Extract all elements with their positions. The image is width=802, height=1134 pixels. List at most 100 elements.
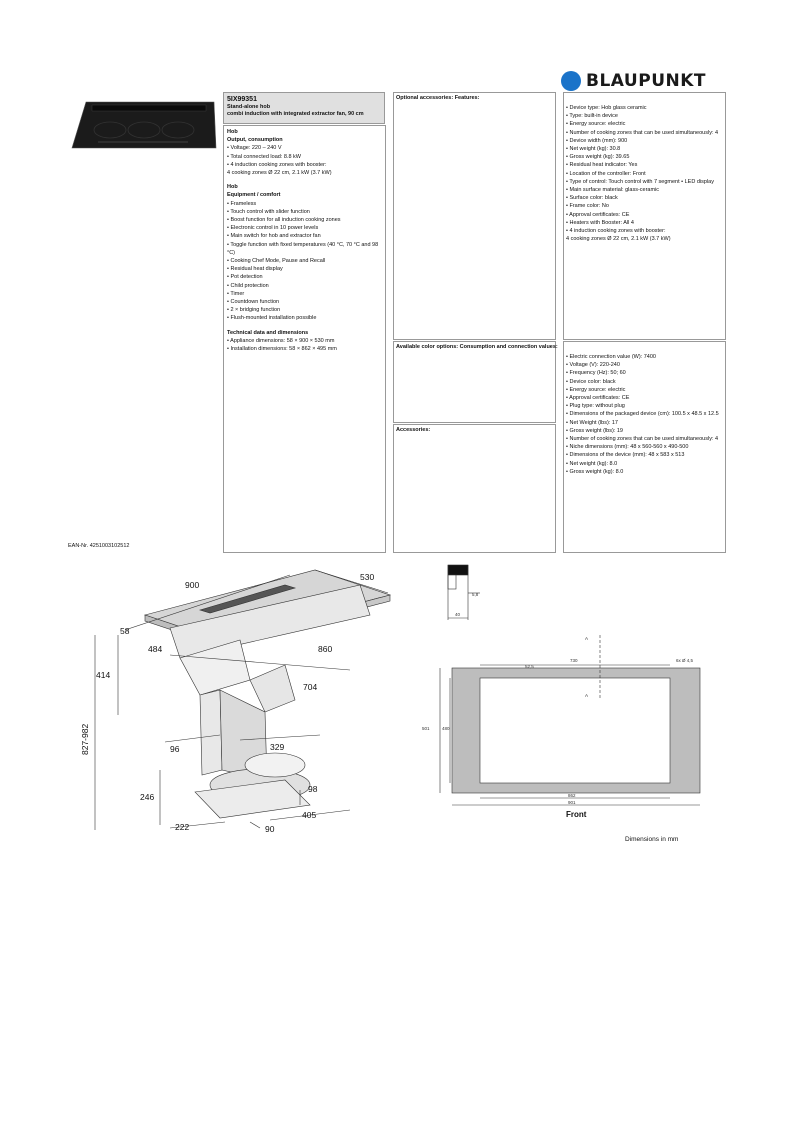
- list-item: Type: built-in device: [566, 112, 723, 120]
- cutout-dim: 480: [442, 726, 450, 731]
- features-panel: Device type: Hob glass ceramic Type: bui…: [563, 92, 726, 340]
- dim-98: 98: [308, 784, 318, 794]
- section-title: Hob: [227, 184, 238, 191]
- list-item: Toggle function with fixed temperatures …: [227, 241, 382, 257]
- color-options-panel: Available color options: Consumption and…: [393, 341, 558, 423]
- list-item: Type of control: Touch control with 7 se…: [566, 178, 723, 186]
- list-tail: 4 cooking zones Ø 22 cm, 2.1 kW (3.7 kW): [566, 236, 671, 243]
- dim-484: 484: [148, 644, 162, 654]
- list-item: Device width (mm): 900: [566, 137, 723, 145]
- dim-58: 58: [120, 626, 130, 636]
- list-item: Net Weight (lbs): 17: [566, 419, 723, 427]
- list-item: Number of cooking zones that can be used…: [566, 435, 723, 443]
- brand-dot-icon: [561, 71, 581, 91]
- list-item: Child protection: [227, 282, 382, 290]
- list-item: Number of cooking zones that can be used…: [566, 129, 723, 137]
- optional-accessories-panel: Optional accessories: Features:: [393, 92, 556, 340]
- list-item: Device color: black: [566, 378, 723, 386]
- accessories-panel: Accessories:: [393, 424, 556, 553]
- dim-329: 329: [270, 742, 284, 752]
- dim-704: 704: [303, 682, 317, 692]
- list-item: Niche dimensions (mm): 48 x 560-560 x 49…: [566, 443, 723, 451]
- dim-222: 222: [175, 822, 189, 832]
- list-item: Frameless: [227, 200, 382, 208]
- list-item: Heaters with Booster: All 4: [566, 219, 723, 227]
- list-item: Pot detection: [227, 273, 382, 281]
- list-item: Timer: [227, 290, 382, 298]
- section-title: Technical data and dimensions: [227, 329, 309, 336]
- list-item: Countdown function: [227, 298, 382, 306]
- list-item: Dimensions of the device (mm): 48 x 583 …: [566, 451, 723, 459]
- list-item: Location of the controller: Front: [566, 170, 723, 178]
- ean-number: EAN-Nr. 4251003102512: [68, 543, 130, 549]
- profile-dim: 5,8: [472, 592, 479, 597]
- list-item: Total connected load: 8.8 kW: [227, 153, 382, 161]
- spec-column: Hob Output, consumption Voltage: 220 – 2…: [223, 125, 386, 553]
- list-item: Residual heat indicator: Yes: [566, 161, 723, 169]
- list-item: Gross weight (kg): 39.65: [566, 153, 723, 161]
- list-item: Electronic control in 10 power levels: [227, 224, 382, 232]
- section-title: Hob: [227, 129, 238, 135]
- list-item: Boost function for all induction cooking…: [227, 216, 382, 224]
- product-line-1: Stand-alone hob: [227, 104, 271, 110]
- list-item: Energy source: electric: [566, 120, 723, 128]
- connection-panel: Electric connection value (W): 7400 Volt…: [563, 341, 726, 553]
- dim-96: 96: [170, 744, 180, 754]
- dim-827-982: 827-982: [80, 724, 90, 755]
- list-item: Residual heat display: [227, 265, 382, 273]
- list-item: 4 induction cooking zones with booster:: [227, 161, 382, 169]
- brand-name: BLAUPUNKT: [586, 71, 706, 91]
- cutout-dim: 501: [422, 726, 430, 731]
- list-item: Frame color: No: [566, 202, 723, 210]
- list-item: Energy source: electric: [566, 386, 723, 394]
- dim-860: 860: [318, 644, 332, 654]
- dim-90: 90: [265, 824, 275, 834]
- list-item: 2 × bridging function: [227, 306, 382, 314]
- list-item: Flush-mounted installation possible: [227, 314, 382, 322]
- list-item: Voltage: 220 – 240 V: [227, 144, 382, 152]
- output-list: Voltage: 220 – 240 V Total connected loa…: [227, 144, 382, 169]
- section-title: Equipment / comfort: [227, 192, 281, 199]
- equipment-list: Frameless Touch control with slider func…: [227, 200, 382, 323]
- section-mark: A: [585, 693, 588, 698]
- dim-405: 405: [302, 810, 316, 820]
- product-line-2: combi induction with integrated extracto…: [227, 111, 364, 117]
- dim-900: 900: [185, 580, 199, 590]
- cutout-dim: 52,5: [525, 664, 534, 669]
- list-item: Voltage (V): 220-240: [566, 361, 723, 369]
- dim-414: 414: [96, 670, 110, 680]
- panel-label: Optional accessories: Features:: [396, 95, 480, 101]
- dimensions-list: Appliance dimensions: 58 × 900 × 530 mm …: [227, 337, 382, 353]
- features-list: Device type: Hob glass ceramic Type: bui…: [566, 104, 723, 235]
- list-tail: 4 cooking zones Ø 22 cm, 2.1 kW (3.7 kW): [227, 170, 332, 177]
- list-item: Appliance dimensions: 58 × 900 × 530 mm: [227, 337, 382, 345]
- dim-246: 246: [140, 792, 154, 802]
- technical-drawing: 900 530 58 484 860 414 704 827-982 96 32…: [80, 564, 701, 834]
- list-item: 4 induction cooking zones with booster:: [566, 227, 723, 235]
- list-item: Plug type: without plug: [566, 402, 723, 410]
- section-mark: A: [585, 636, 588, 641]
- list-item: Gross weight (kg): 8.0: [566, 468, 723, 476]
- cutout-dim: 6x Ø 4,5: [676, 658, 694, 663]
- brand-logo: BLAUPUNKT: [561, 70, 711, 92]
- list-item: Net weight (kg): 8.0: [566, 460, 723, 468]
- list-item: Net weight (kg): 30.8: [566, 145, 723, 153]
- cutout-dim: 901: [568, 800, 576, 805]
- list-item: Device type: Hob glass ceramic: [566, 104, 723, 112]
- list-item: Surface color: black: [566, 194, 723, 202]
- list-item: Main switch for hob and extractor fan: [227, 232, 382, 240]
- list-item: Main surface material: glass-ceramic: [566, 186, 723, 194]
- list-item: Approval certificates: CE: [566, 394, 723, 402]
- connection-list: Electric connection value (W): 7400 Volt…: [566, 353, 723, 476]
- list-item: Electric connection value (W): 7400: [566, 353, 723, 361]
- product-photo: [71, 101, 217, 149]
- list-item: Installation dimensions: 58 × 862 × 495 …: [227, 345, 382, 353]
- list-item: Frequency (Hz): 50; 60: [566, 369, 723, 377]
- panel-label: Available color options: Consumption and…: [396, 344, 558, 350]
- dim-530: 530: [360, 572, 374, 582]
- panel-label: Accessories:: [396, 427, 431, 433]
- dimensions-unit-note: Dimensions in mm: [625, 836, 679, 843]
- list-item: Cooking Chef Mode, Pause and Recall: [227, 257, 382, 265]
- cutout-dim: 862: [568, 793, 576, 798]
- profile-dim: 40: [455, 612, 461, 617]
